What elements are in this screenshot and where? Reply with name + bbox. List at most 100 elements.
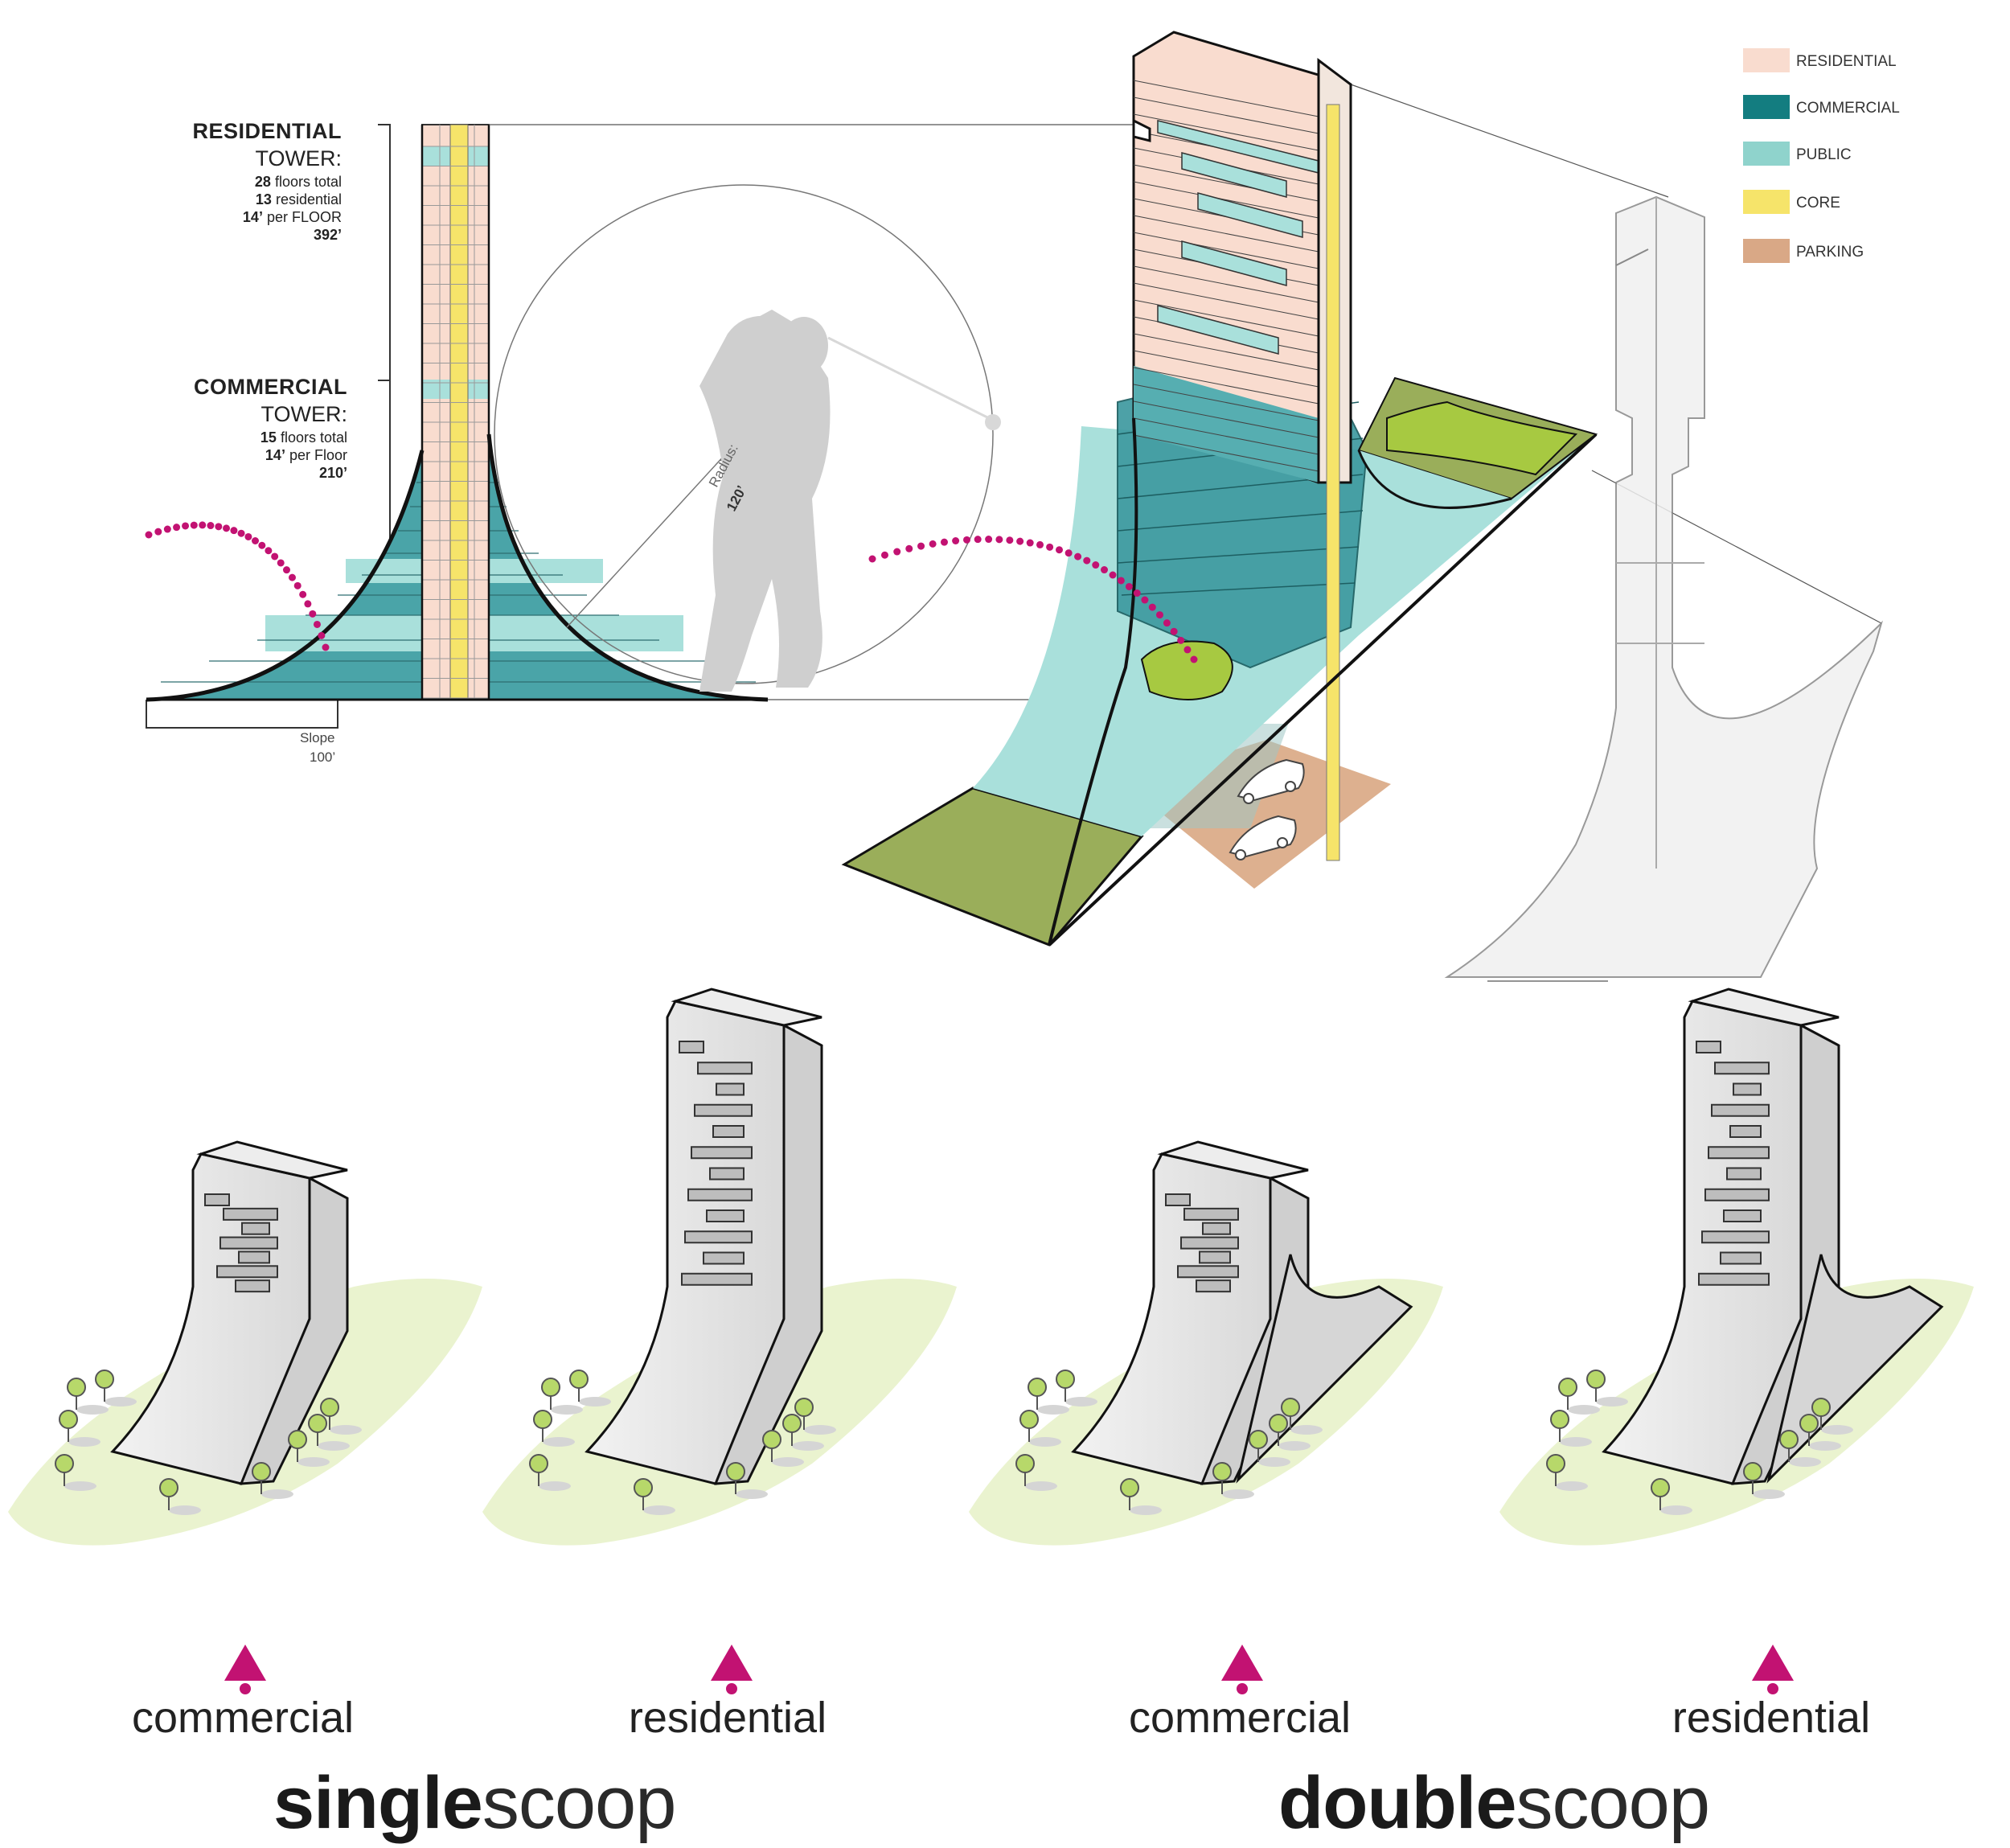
window-slot bbox=[679, 1041, 704, 1053]
window-slot bbox=[706, 1209, 745, 1222]
tree-icon bbox=[1269, 1414, 1288, 1433]
scoop-right-curve bbox=[486, 433, 769, 702]
tree-icon bbox=[95, 1370, 114, 1389]
commercial-height: 210’ bbox=[318, 465, 347, 481]
window-slot bbox=[238, 1250, 270, 1264]
tree-shadow bbox=[1789, 1457, 1821, 1467]
window-slot bbox=[216, 1265, 278, 1279]
window-slot bbox=[235, 1279, 270, 1293]
trajectory-dot bbox=[237, 529, 245, 537]
axon-floor-line bbox=[1133, 113, 1319, 151]
scoop-front-face bbox=[110, 1152, 311, 1485]
tree-icon bbox=[1799, 1414, 1819, 1433]
trajectory-dot bbox=[1183, 646, 1192, 654]
ghost-axonometric bbox=[1444, 195, 1883, 978]
trajectory-dot bbox=[995, 536, 1003, 544]
axon-floor-line bbox=[1133, 333, 1319, 371]
trajectory-dot bbox=[1092, 561, 1100, 569]
axon-floor-line bbox=[1133, 232, 1319, 269]
putting-green-right bbox=[1386, 400, 1578, 476]
marker-triangle-icon bbox=[1221, 1645, 1263, 1681]
residential-count: 13 residential bbox=[76, 191, 342, 208]
tree-icon bbox=[1651, 1478, 1670, 1497]
trajectory-dot bbox=[1016, 537, 1024, 545]
window-slot bbox=[1711, 1103, 1770, 1117]
trajectory-dot bbox=[1109, 571, 1117, 579]
trajectory-dot bbox=[868, 555, 876, 563]
window-slot bbox=[204, 1193, 230, 1206]
axon-floor-line bbox=[1133, 181, 1319, 219]
window-slot bbox=[1708, 1146, 1770, 1160]
tower-cap bbox=[1688, 988, 1840, 1027]
window-slot bbox=[223, 1207, 278, 1221]
trajectory-dot bbox=[215, 523, 223, 531]
tree-shadow bbox=[1809, 1441, 1841, 1451]
legend-label-commercial: COMMERCIAL bbox=[1796, 100, 1900, 117]
title-double-scoop: doublescoop bbox=[1278, 1761, 1710, 1846]
trajectory-dot bbox=[304, 600, 312, 608]
residential-tower-subheading: TOWER: bbox=[255, 146, 343, 170]
trajectory-dot bbox=[1125, 582, 1133, 590]
trajectory-dot bbox=[277, 559, 285, 567]
tree-shadow bbox=[551, 1405, 583, 1415]
window-slot bbox=[703, 1251, 745, 1265]
tree-icon bbox=[529, 1454, 548, 1473]
tree-icon bbox=[308, 1414, 327, 1433]
tree-shadow bbox=[1037, 1405, 1069, 1415]
commercial-per-floor: 14’ per Floor bbox=[82, 446, 347, 464]
axon-floor-line bbox=[1133, 299, 1319, 337]
scoop-front-face bbox=[1071, 1152, 1272, 1485]
trajectory-dot bbox=[1190, 655, 1198, 663]
window-slot bbox=[1177, 1265, 1239, 1279]
tree-icon bbox=[1779, 1430, 1799, 1449]
club-head bbox=[985, 414, 1001, 430]
window-slot bbox=[241, 1222, 270, 1235]
window-slot bbox=[1183, 1207, 1239, 1221]
tree-shadow bbox=[736, 1489, 768, 1499]
title-single-scoop: singlescoop bbox=[273, 1761, 676, 1846]
tree-shadow bbox=[579, 1397, 611, 1407]
tree-shadow bbox=[64, 1481, 96, 1491]
window-slot bbox=[681, 1272, 753, 1286]
window-slot bbox=[1726, 1167, 1762, 1181]
tree-shadow bbox=[1065, 1397, 1097, 1407]
scoop-curve-front bbox=[1048, 417, 1138, 946]
tower-cap bbox=[671, 988, 822, 1027]
tree-icon bbox=[1586, 1370, 1606, 1389]
legend-label-residential: RESIDENTIAL bbox=[1796, 53, 1897, 70]
window-slot bbox=[691, 1146, 753, 1160]
trajectory-dot bbox=[1133, 589, 1141, 598]
title-single-bold: single bbox=[273, 1762, 483, 1844]
window-slot bbox=[1729, 1125, 1762, 1138]
trajectory-dot bbox=[1036, 540, 1044, 548]
tree-icon bbox=[1120, 1478, 1139, 1497]
axon-floor-line bbox=[1133, 350, 1319, 388]
trajectory-dot bbox=[1117, 577, 1125, 585]
tree-shadow bbox=[1660, 1505, 1692, 1515]
variant-2 bbox=[482, 988, 957, 1546]
tree-icon bbox=[634, 1478, 653, 1497]
putting-green-slope bbox=[1140, 640, 1233, 700]
tree-shadow bbox=[68, 1437, 100, 1447]
window-slot bbox=[1714, 1062, 1770, 1075]
window-slot bbox=[684, 1230, 753, 1244]
tree-shadow bbox=[539, 1481, 571, 1491]
marker-triangle-icon bbox=[1752, 1645, 1794, 1681]
axon-floor-line bbox=[1133, 265, 1319, 303]
trajectory-dot bbox=[244, 532, 252, 540]
trajectory-dot bbox=[230, 527, 238, 535]
tree-shadow bbox=[261, 1489, 293, 1499]
tree-icon bbox=[782, 1414, 802, 1433]
legend-label-parking: PARKING bbox=[1796, 244, 1864, 261]
window-slot bbox=[1696, 1041, 1721, 1053]
trajectory-dot bbox=[309, 610, 317, 618]
caption-variant-3: commercial bbox=[1128, 1694, 1352, 1742]
trajectory-dot bbox=[1046, 543, 1054, 551]
axon-floor-line bbox=[1133, 215, 1319, 253]
ball-trajectory-left bbox=[145, 521, 330, 651]
trajectory-dot bbox=[182, 522, 190, 530]
variant-3 bbox=[969, 1140, 1443, 1546]
window-slot bbox=[1165, 1193, 1191, 1206]
trajectory-dot bbox=[917, 542, 925, 550]
